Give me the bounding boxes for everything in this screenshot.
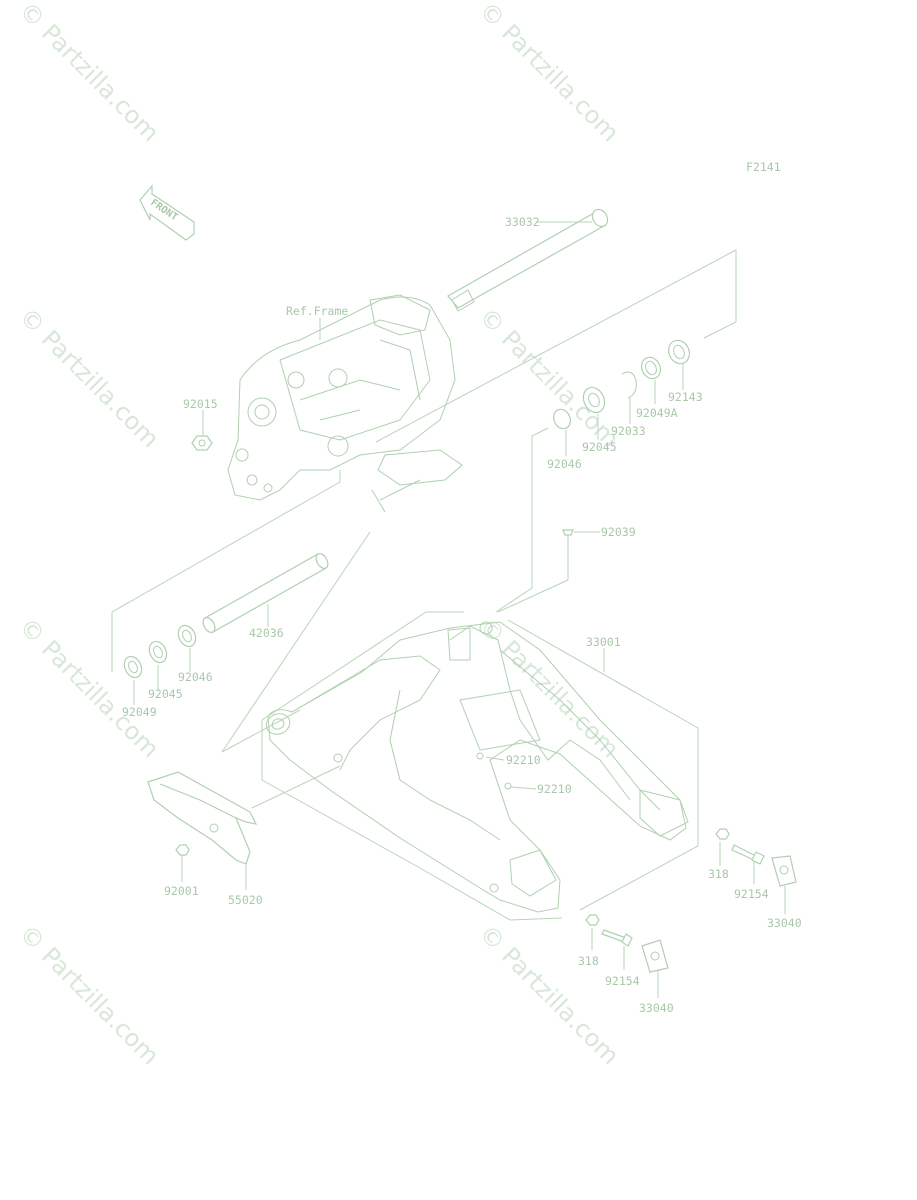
watermark: © Partzilla.com: [14, 302, 165, 453]
label-33032: 33032: [505, 215, 540, 229]
label-92045-upper: 92045: [582, 440, 617, 454]
label-33040-left: 33040: [639, 1001, 674, 1015]
grease-fitting: [562, 529, 574, 542]
watermark: © Partzilla.com: [14, 919, 165, 1070]
label-92210-upper: 92210: [506, 753, 541, 767]
left-pivot-hardware: [123, 553, 329, 679]
chain-slipper: [147, 771, 258, 865]
label-318-left: 318: [578, 954, 599, 968]
label-55020: 55020: [228, 893, 263, 907]
label-92210-lower: 92210: [537, 782, 572, 796]
label-92046-lower: 92046: [178, 670, 213, 684]
label-92039: 92039: [601, 525, 636, 539]
label-92001: 92001: [164, 884, 199, 898]
watermark: © Partzilla.com: [474, 919, 625, 1070]
slipper-bolt: [175, 844, 190, 856]
part-labels: Ref.Frame 33032 92015 92143 92049A 92033…: [122, 215, 802, 1015]
label-92143: 92143: [668, 390, 703, 404]
label-92049a: 92049A: [636, 406, 678, 420]
swingarm: [265, 621, 689, 913]
label-92154-left: 92154: [605, 974, 640, 988]
label-92015: 92015: [183, 397, 218, 411]
right-pivot-hardware: [553, 339, 690, 430]
label-92046-upper: 92046: [547, 457, 582, 471]
label-ref-frame: Ref.Frame: [286, 304, 348, 318]
label-33040-right: 33040: [767, 916, 802, 930]
pivot-nut: [191, 435, 213, 451]
diagram-code: F2141: [746, 160, 781, 174]
adjuster-hardware-left: [585, 914, 669, 973]
watermark: © Partzilla.com: [14, 612, 165, 763]
label-92049: 92049: [122, 705, 157, 719]
label-92045-lower: 92045: [148, 687, 183, 701]
frame-reference: [227, 294, 463, 513]
watermark: © Partzilla.com: [474, 0, 625, 147]
label-42036: 42036: [249, 626, 284, 640]
leader-lines: [111, 221, 786, 998]
front-arrow-icon: FRONT: [139, 184, 195, 241]
label-92033: 92033: [611, 424, 646, 438]
label-318-right: 318: [708, 867, 729, 881]
watermarks: © Partzilla.com © Partzilla.com © Partzi…: [14, 0, 625, 1070]
watermark: © Partzilla.com: [14, 0, 165, 147]
label-92154-right: 92154: [734, 887, 769, 901]
adjuster-hardware-right: [715, 828, 797, 887]
label-33001: 33001: [586, 635, 621, 649]
pivot-shaft: [447, 208, 609, 312]
